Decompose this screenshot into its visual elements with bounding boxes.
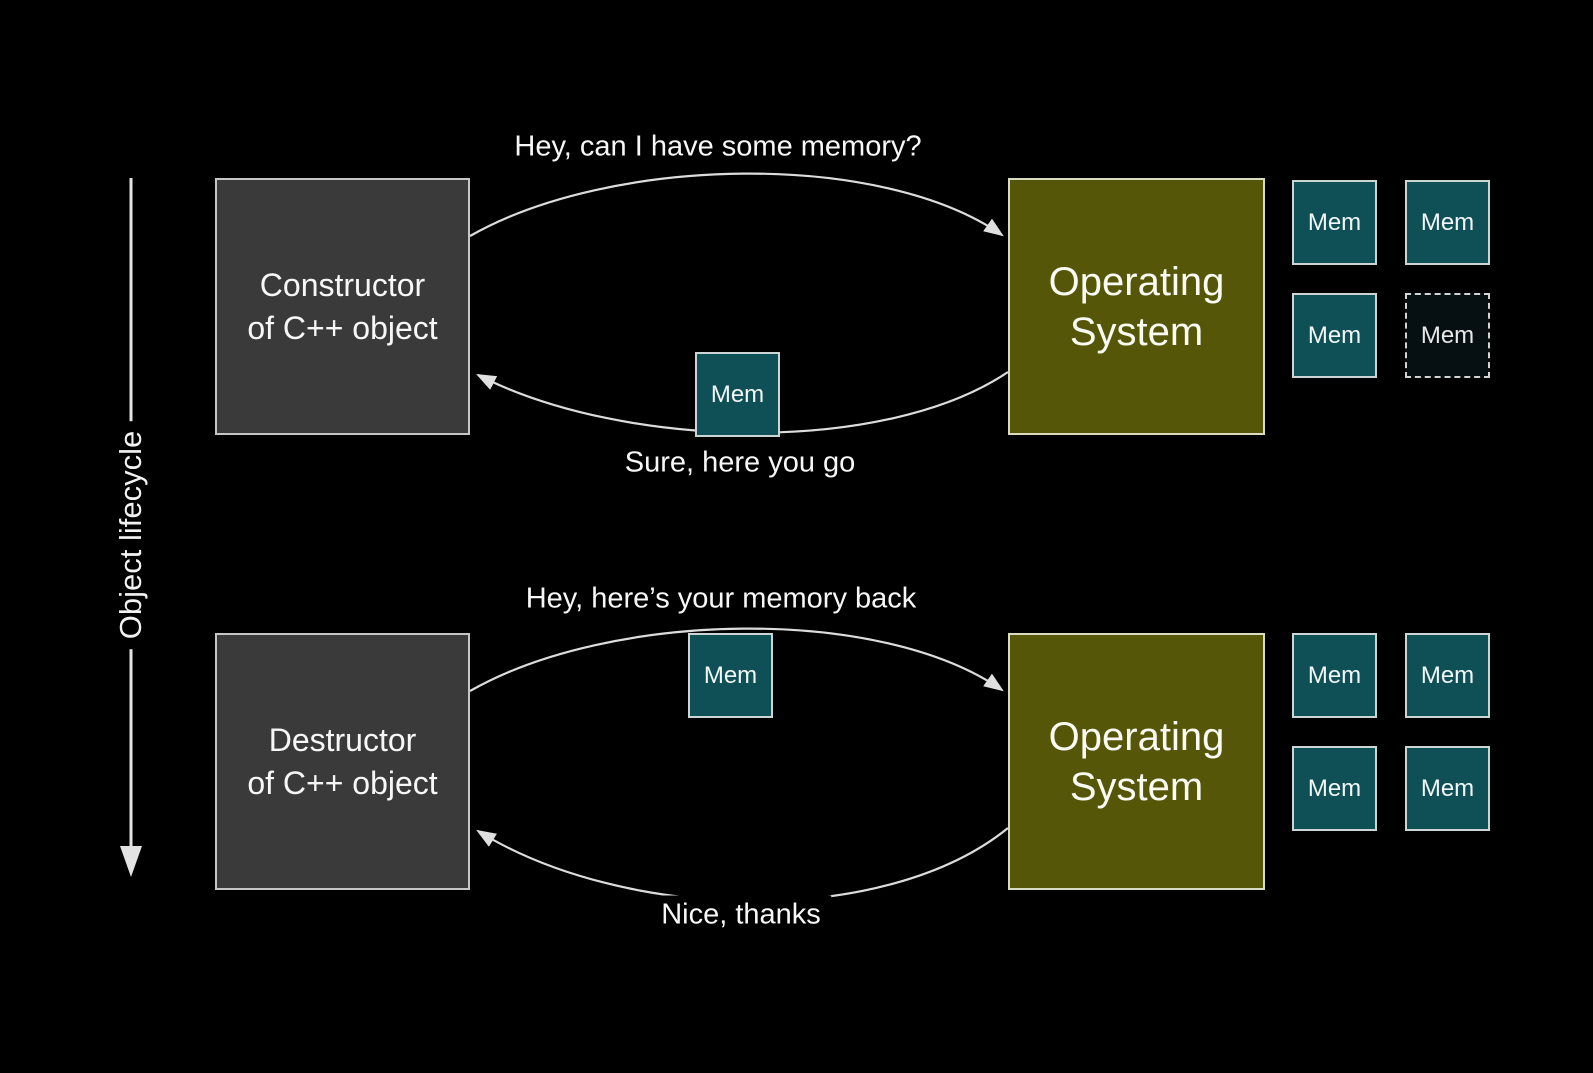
lifecycle-axis-arrowhead-icon [120,846,142,877]
mem-chip-label: Mem [1307,208,1362,236]
mem-chip-label: Mem [710,380,765,408]
deallocation-request-label: Hey, here’s your memory back [515,579,927,619]
constructor-box: Constructor of C++ object [215,178,470,435]
operating-system-box-allocation: Operating System [1008,178,1265,435]
mem-chip-label: Mem [1307,661,1362,689]
os-box-label-line1: Operating [1048,714,1225,759]
transferred-memory-chip-allocation: Mem [695,352,780,437]
allocation-response-label: Sure, here you go [614,443,866,483]
os-memory-chip: Mem [1292,633,1377,718]
mem-chip-label: Mem [703,661,758,689]
allocation-request-label: Hey, can I have some memory? [504,127,932,167]
os-box-label-line2: System [1069,309,1204,354]
os-memory-chip: Mem [1405,746,1490,831]
os-box-label-line2: System [1069,764,1204,809]
destructor-box-label-line2: of C++ object [247,764,438,801]
mem-chip-label: Mem [1307,321,1362,349]
destructor-box: Destructor of C++ object [215,633,470,890]
deallocation-request-arrow [469,627,1004,692]
os-memory-chip: Mem [1405,180,1490,265]
os-memory-chip: Mem [1405,633,1490,718]
constructor-box-label-line1: Constructor [259,267,426,304]
os-memory-chip: Mem [1292,746,1377,831]
allocation-request-arrow [469,172,1004,237]
mem-chip-label: Mem [1420,774,1475,802]
os-memory-chip-lent-out: Mem [1405,293,1490,378]
os-memory-chip: Mem [1292,180,1377,265]
transferred-memory-chip-deallocation: Mem [688,633,773,718]
os-memory-chip: Mem [1292,293,1377,378]
deallocation-response-arrow [476,827,1009,903]
deallocation-response-label: Nice, thanks [651,895,831,935]
destructor-box-label-line1: Destructor [268,722,417,759]
operating-system-box-deallocation: Operating System [1008,633,1265,890]
mem-chip-label: Mem [1420,661,1475,689]
constructor-box-label-line2: of C++ object [247,309,438,346]
object-lifecycle-axis-label: Object lifecycle [109,420,153,650]
os-box-label-line1: Operating [1048,259,1225,304]
mem-chip-label: Mem [1420,321,1475,349]
mem-chip-label: Mem [1307,774,1362,802]
mem-chip-label: Mem [1420,208,1475,236]
